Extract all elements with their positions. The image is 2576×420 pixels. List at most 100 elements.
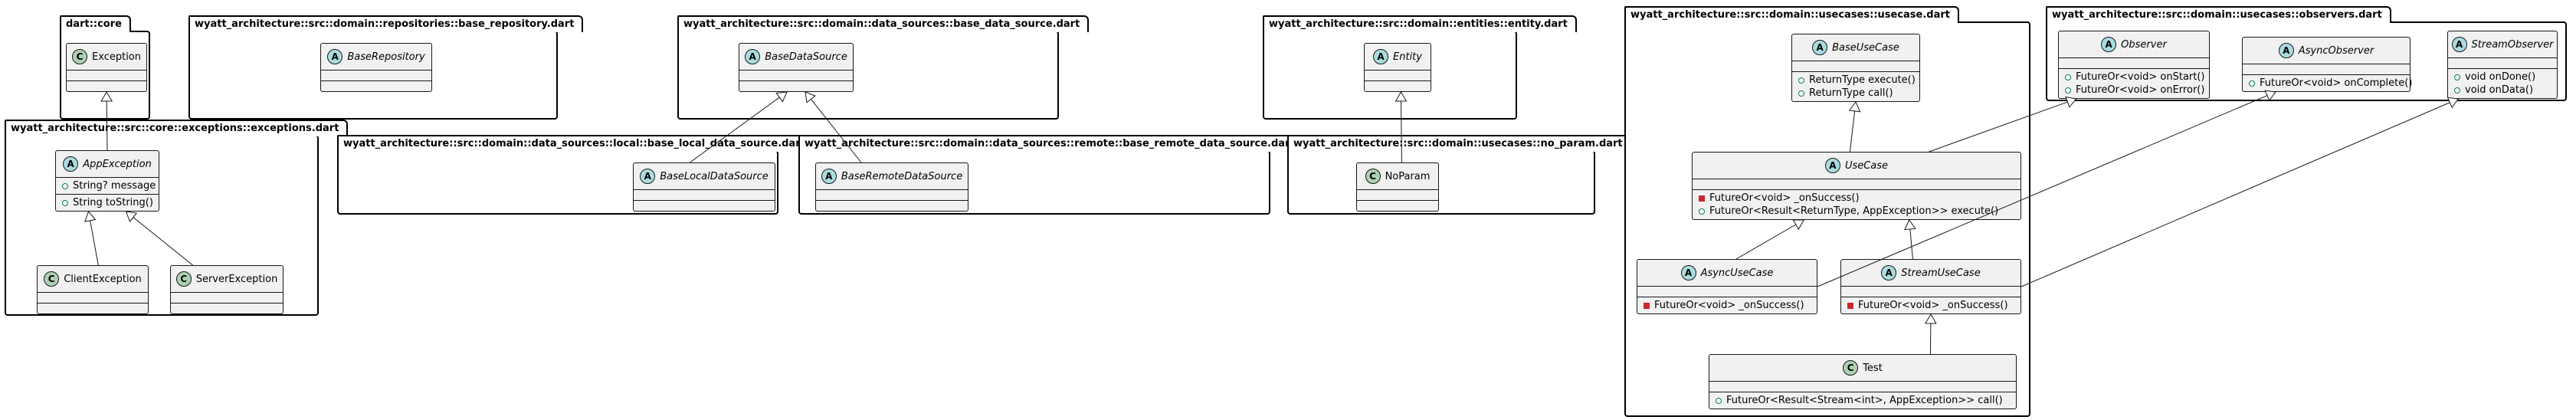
inheritance-arrowhead-11 [2447,97,2460,109]
class-methods [171,303,283,313]
abstract-class-icon: A [1812,40,1828,55]
class-attributes [171,292,283,303]
inheritance-line-2 [133,217,193,266]
class-name: ClientException [64,273,142,285]
class-name: Entity [1393,51,1422,63]
class-methods: FutureOr<Result<Stream<int>, AppExceptio… [1709,392,2016,409]
package-title: wyatt_architecture::src::domain::usecase… [2046,6,2391,23]
public-visibility-icon [1699,208,1705,215]
abstract-class-icon: A [821,169,837,184]
class-attributes: String? message [56,177,159,194]
inheritance-line-1 [90,220,99,266]
class-methods [1357,200,1438,211]
inheritance-arrowhead-9 [1904,219,1916,231]
abstract-class-icon: A [1680,265,1696,281]
inheritance-arrowhead-1 [84,211,97,222]
public-visibility-icon [2454,87,2460,94]
class-methods [67,80,146,91]
method: ReturnType execute() [1798,74,1916,87]
inheritance-line-8 [1735,224,1797,260]
package-title: wyatt_architecture::src::core::exception… [5,120,349,136]
inheritance-line-7 [1929,101,2068,153]
class-attributes [2059,57,2209,68]
class-name: BaseLocalDataSource [660,170,769,182]
package-no-param: wyatt_architecture::src::domain::usecase… [1287,135,1632,215]
method: String toString() [62,196,153,209]
class-methods [634,200,775,211]
public-visibility-icon [2249,80,2255,87]
abstract-class-icon: A [327,49,343,64]
package-title: wyatt_architecture::src::domain::data_so… [677,15,1090,32]
class-attributes [67,70,146,80]
inheritance-arrowhead-7 [2065,96,2077,108]
class-attributes [1637,286,1817,297]
class-name: StreamUseCase [1901,267,1981,279]
method: FutureOr<void> _onSuccess() [1644,299,1811,312]
class-box-async-observer[interactable]: A AsyncObserver FutureOr<void> onComplete… [2242,37,2412,92]
public-visibility-icon [2065,74,2071,80]
class-name: AsyncObserver [2298,44,2374,57]
abstract-class-icon: A [2278,43,2294,58]
class-attributes [1693,179,2020,189]
class-name: BaseRemoteDataSource [841,170,963,182]
class-methods [1365,80,1431,91]
inheritance-arrowhead-6 [1848,101,1861,113]
inheritance-arrowhead-12 [1924,313,1937,324]
method: FutureOr<void> onStart() [2065,71,2205,84]
class-attributes [1709,381,2016,392]
inheritance-arrowhead-4 [805,91,816,103]
inheritance-line-5 [1401,100,1402,163]
method: FutureOr<void> onError() [2065,84,2204,97]
package-title: wyatt_architecture::src::domain::data_so… [798,135,1304,152]
inheritance-arrowhead-10 [2264,90,2276,102]
class-methods: FutureOr<void> onComplete() [2243,74,2412,91]
class-attributes [38,292,148,303]
abstract-class-icon: A [1373,49,1389,64]
class-attributes [2448,57,2557,68]
class-methods: FutureOr<void> _onSuccess() FutureOr<Res… [1693,189,2020,219]
class-name: Test [1863,362,1883,374]
class-name: Exception [92,51,141,63]
package-title: wyatt_architecture::src::domain::entitie… [1263,15,1577,32]
class-attributes [634,189,775,200]
inheritance-arrowhead-2 [125,211,138,222]
inheritance-line-4 [811,99,862,163]
class-box-base-remote-data-source[interactable]: A BaseRemoteDataSource [815,162,968,212]
method: FutureOr<void> _onSuccess() [1847,299,2014,312]
class-name: BaseDataSource [765,51,847,63]
inheritance-arrowhead-8 [1792,219,1805,231]
class-attributes [1365,70,1431,80]
class-attributes [739,70,853,80]
public-visibility-icon [1798,90,1804,97]
package-title: dart::core [60,15,131,32]
method: ReturnType call() [1798,87,1913,100]
method: void onDone() [2454,71,2551,84]
public-visibility-icon [2454,74,2460,80]
inheritance-line-9 [1909,228,1913,260]
private-visibility-icon [1847,302,1853,309]
inheritance-arrowhead-3 [775,91,788,103]
class-attributes [1357,189,1438,200]
class-name: AppException [83,158,152,170]
package-title: wyatt_architecture::src::domain::reposit… [188,15,584,32]
public-visibility-icon [1716,397,1722,404]
class-box-entity[interactable]: A Entity [1364,43,1431,92]
private-visibility-icon [1644,302,1650,309]
package-title: wyatt_architecture::src::domain::usecase… [1287,135,1632,152]
